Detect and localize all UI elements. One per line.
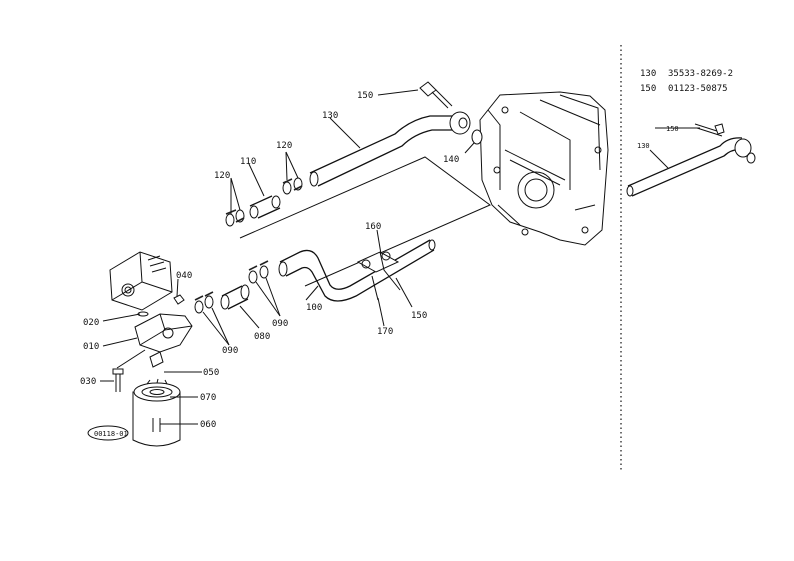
label-070: 070 xyxy=(200,393,216,403)
label-080: 080 xyxy=(254,332,270,342)
label-110: 110 xyxy=(240,157,256,167)
legend-ref-130: 130 xyxy=(640,69,656,79)
label-150-lower: 150 xyxy=(411,311,427,321)
clamps-090-drawing xyxy=(194,260,269,314)
label-090-right: 090 xyxy=(272,319,288,329)
pipe-130-drawing xyxy=(309,111,471,187)
label-030: 030 xyxy=(80,377,96,387)
engine-housing-drawing xyxy=(479,91,609,246)
filter-head-010-drawing xyxy=(134,313,193,353)
bolt-150-top xyxy=(419,81,453,109)
inset-label-130: 130 xyxy=(637,142,650,150)
washer-140 xyxy=(471,129,483,145)
label-060: 060 xyxy=(200,420,216,430)
label-130: 130 xyxy=(322,111,338,121)
label-090-left: 090 xyxy=(222,346,238,356)
label-010: 010 xyxy=(83,342,99,352)
label-170: 170 xyxy=(377,327,393,337)
pipe-100-drawing xyxy=(278,239,436,302)
leader-lines xyxy=(100,89,700,425)
pump-drawing xyxy=(109,251,173,311)
label-150-top: 150 xyxy=(357,91,373,101)
legend-ref-150: 150 xyxy=(640,84,656,94)
label-040: 040 xyxy=(176,271,192,281)
parts-legend: 130 35533-8269-2 150 01123-50875 xyxy=(640,69,733,94)
label-120-upper: 120 xyxy=(276,141,292,151)
stamp-label: 00118-01 xyxy=(94,430,128,438)
inset-pipe-130-drawing xyxy=(626,123,756,197)
label-020: 020 xyxy=(83,318,99,328)
bolt-030 xyxy=(112,368,124,392)
hose-110-drawing xyxy=(249,195,281,219)
label-100: 100 xyxy=(306,303,322,313)
label-050: 050 xyxy=(203,368,219,378)
filter-070-drawing xyxy=(132,378,181,447)
hose-080-drawing xyxy=(220,284,250,310)
plug-040 xyxy=(173,294,185,305)
label-140: 140 xyxy=(443,155,459,165)
stamp-oval xyxy=(87,425,129,441)
legend-part-130: 35533-8269-2 xyxy=(668,69,733,79)
clamp-160-drawing xyxy=(356,251,401,301)
legend-part-150: 01123-50875 xyxy=(668,84,728,94)
label-160: 160 xyxy=(365,222,381,232)
inset-label-150: 150 xyxy=(666,125,679,133)
routing-outline xyxy=(239,156,491,287)
label-120-left: 120 xyxy=(214,171,230,181)
nipple-050 xyxy=(149,351,164,368)
